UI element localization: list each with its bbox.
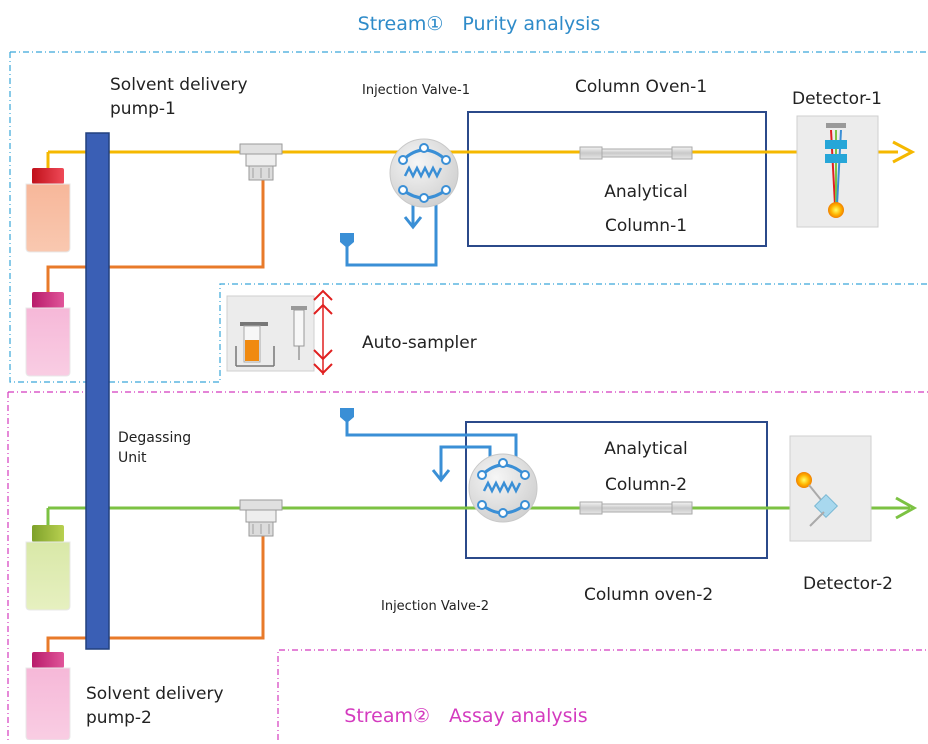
needle-port-icon	[340, 233, 354, 248]
stream1-title: Stream① Purity analysis	[358, 13, 601, 35]
stream1-boundary	[9, 51, 928, 383]
analytical-col1-line1: Analytical	[604, 182, 687, 202]
sample-line-2	[345, 418, 518, 466]
autosampler-icon	[226, 295, 315, 372]
sample-drain-2-arrow	[431, 469, 451, 483]
check-valve-icon	[239, 143, 283, 181]
injection-valve-icon	[389, 138, 459, 208]
flow-line-orange-2	[46, 536, 265, 652]
check-valve-icon	[239, 499, 283, 537]
detector-icon	[789, 435, 872, 542]
analytical-col1-line2: Column-1	[605, 216, 687, 236]
analytical-col2-line1: Analytical	[604, 439, 687, 459]
detector-icon	[796, 115, 879, 228]
degassing-unit	[85, 132, 110, 650]
needle-port-icon	[340, 408, 354, 423]
column-oven-2-label: Column oven-2	[584, 585, 713, 605]
solvent-bottle-icon	[25, 292, 71, 377]
column-oven-1-label: Column Oven-1	[575, 77, 707, 97]
autosampler-label: Auto-sampler	[362, 333, 477, 353]
column-icon	[579, 501, 693, 515]
pump1-label-line2: pump-1	[110, 99, 176, 119]
degassing-label-line2: Unit	[118, 450, 147, 466]
detector-2-label: Detector-2	[803, 574, 893, 594]
autosampler-move-arrow	[313, 289, 333, 375]
pump2-label-line2: pump-2	[86, 708, 152, 728]
pump1-label-line1: Solvent delivery	[110, 75, 248, 95]
injection-valve-icon	[468, 453, 538, 523]
solvent-bottle-icon	[25, 652, 71, 741]
detector-1-label: Detector-1	[792, 89, 882, 109]
injection-valve-1-label: Injection Valve-1	[362, 83, 470, 98]
column-oven-1	[467, 111, 767, 247]
pump2-label-line1: Solvent delivery	[86, 684, 224, 704]
column-oven-2	[465, 421, 768, 559]
analytical-col2-line2: Column-2	[605, 475, 687, 495]
flow-arrow-1	[892, 140, 916, 164]
degassing-label-line1: Degassing	[118, 430, 191, 446]
flow-line-orange-1	[46, 180, 265, 292]
flow-arrow-2	[895, 496, 918, 520]
injection-valve-2-label: Injection Valve-2	[381, 599, 489, 614]
stream2-title: Stream② Assay analysis	[344, 705, 587, 727]
sample-line-1	[345, 195, 438, 267]
column-icon	[579, 146, 693, 160]
sample-drain-1-arrow	[403, 216, 423, 230]
solvent-bottle-icon	[25, 525, 71, 611]
stream2-boundary	[7, 391, 928, 740]
solvent-bottle-icon	[25, 168, 71, 253]
